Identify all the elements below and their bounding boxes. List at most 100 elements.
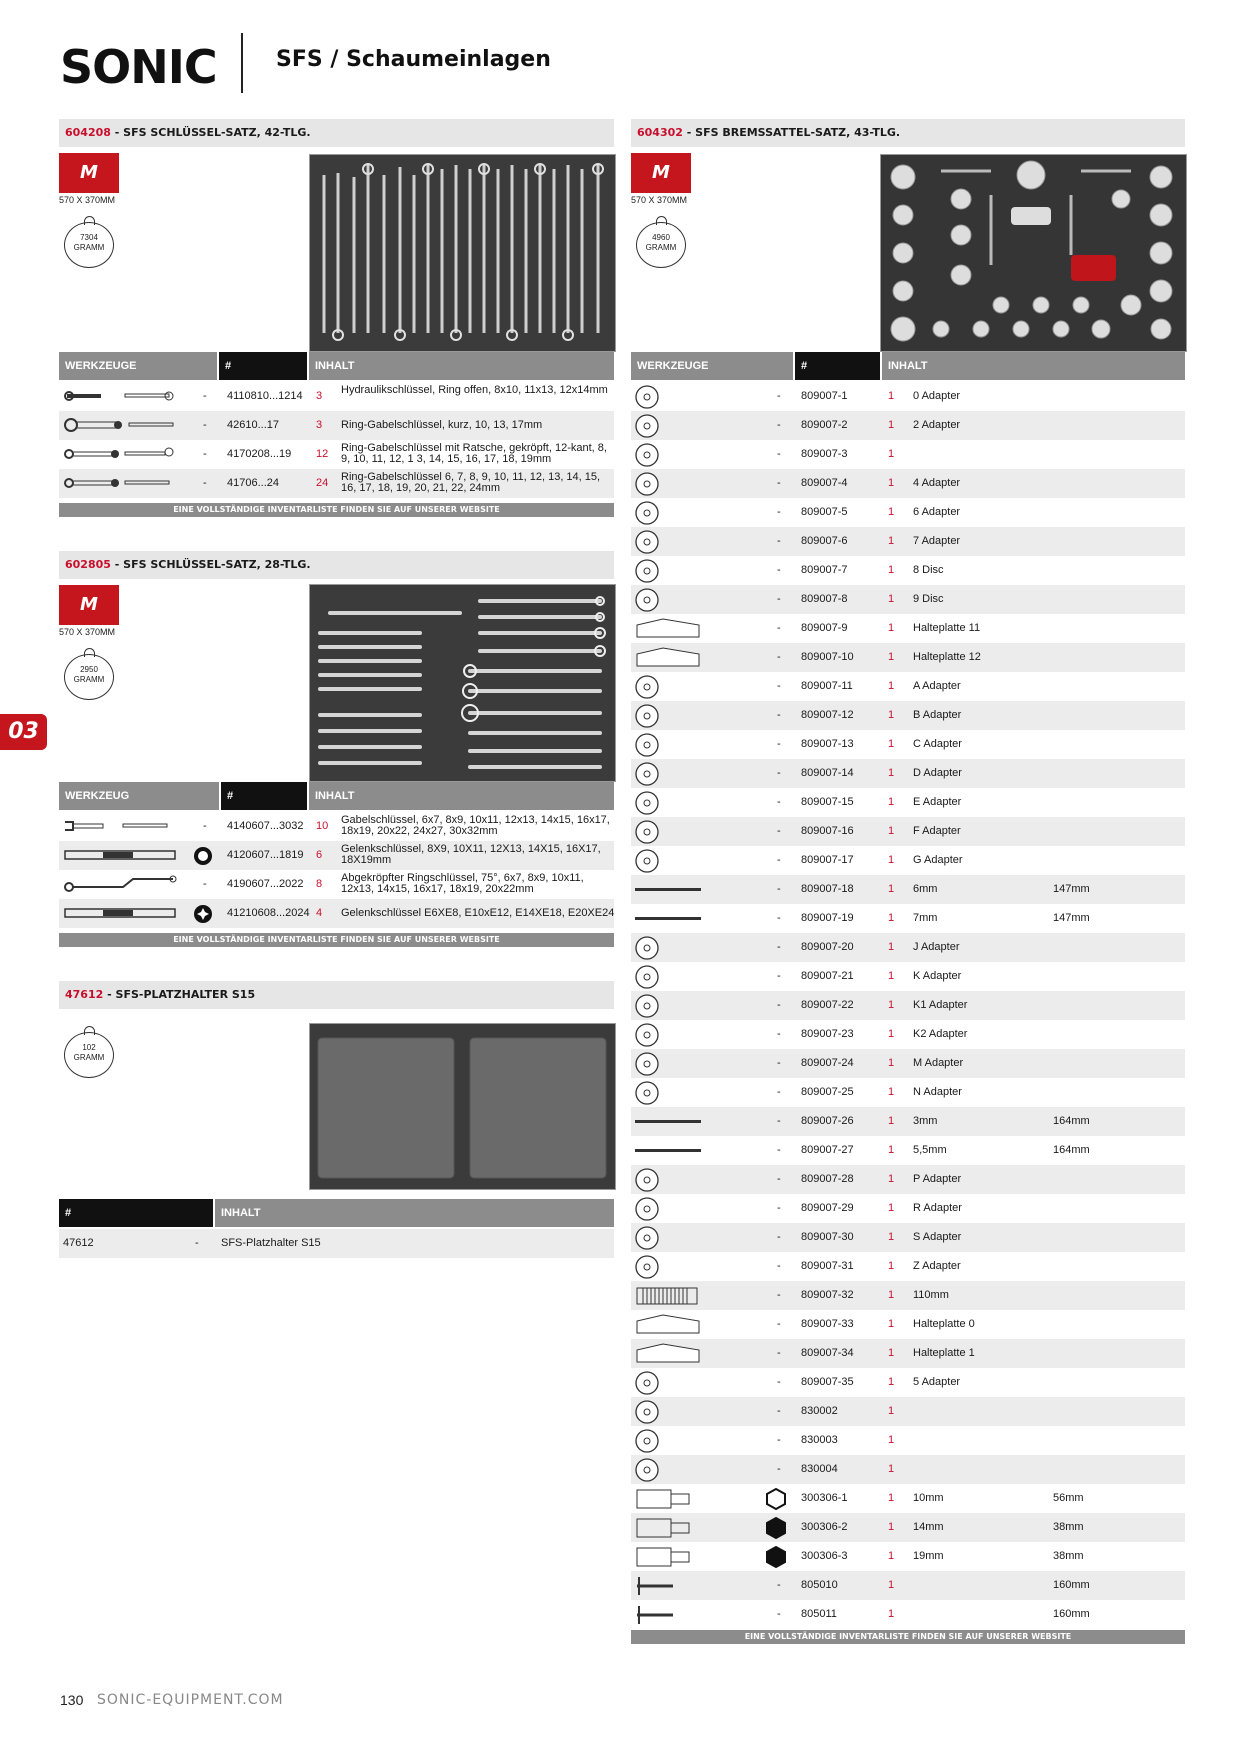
dimension-label: 570 X 370MM [59, 627, 116, 637]
adapter-icon [633, 791, 661, 815]
header-divider [241, 33, 243, 93]
socket-icon [633, 1516, 705, 1540]
adapter-icon [633, 1168, 661, 1192]
adapter-icon [633, 994, 661, 1018]
table-header: WERKZEUGE # INHALT [631, 352, 1185, 380]
wrench-icon [63, 476, 178, 490]
open-end-wrench-icon [63, 819, 178, 833]
product-name: SFS SCHLÜSSEL-SATZ, 42-TLG. [123, 126, 311, 139]
adapter-icon [633, 1023, 661, 1047]
brake-caliper-set-image [881, 155, 1186, 351]
offset-ring-wrench-icon [63, 875, 178, 893]
placeholder-insert-image [310, 1024, 615, 1189]
adapter-icon [633, 1429, 661, 1453]
twelve-point-icon [193, 846, 213, 866]
plate-icon [633, 1342, 705, 1366]
adapter-icon [633, 385, 661, 409]
product-photo [309, 1023, 616, 1190]
rod-icon [633, 907, 705, 931]
plate-icon [633, 646, 705, 670]
wrench-icon [63, 389, 178, 403]
section-604302-header: 604302 - SFS BREMSSATTEL-SATZ, 43-TLG. [631, 119, 1185, 147]
adapter-icon [633, 501, 661, 525]
page-number: 130 [60, 1692, 84, 1708]
brand-logo: SONIC [60, 40, 218, 94]
table-row: 41210608...2024 4 Gelenkschlüssel E6XE8,… [59, 899, 614, 928]
adapter-icon [633, 936, 661, 960]
table-header: WERKZEUG # INHALT [59, 782, 614, 810]
adapter-icon [633, 965, 661, 989]
table-row: - 4110810...1214 3 Hydraulikschlüssel, R… [59, 382, 614, 411]
dimension-label: 570 X 370MM [59, 195, 116, 205]
page-title: SFS / Schaumeinlagen [276, 47, 551, 72]
wrench-set-image [310, 585, 615, 781]
adapter-icon [633, 1052, 661, 1076]
spring-icon [633, 1284, 705, 1308]
table-row: 47612 - SFS-Platzhalter S15 [59, 1229, 614, 1258]
table-header: # INHALT [59, 1199, 614, 1227]
adapter-icon [633, 820, 661, 844]
product-photo [309, 584, 616, 782]
chapter-tab: 03 [0, 714, 47, 750]
wrench-icon [63, 418, 178, 432]
socket-icon [633, 1487, 705, 1511]
t-bar-icon [633, 1574, 705, 1598]
adapter-icon [633, 675, 661, 699]
table-row: - 42610...17 3 Ring-Gabelschlüssel, kurz… [59, 411, 614, 440]
adapter-icon [633, 414, 661, 438]
size-badge: M [59, 153, 119, 193]
adapter-icon [633, 762, 661, 786]
plate-icon [633, 1313, 705, 1337]
hinge-wrench-icon [63, 846, 178, 864]
adapter-icon [633, 1081, 661, 1105]
hex-socket-icon [765, 1546, 787, 1568]
adapter-icon [633, 1371, 661, 1395]
torx-icon [193, 904, 213, 924]
rod-icon [633, 1139, 705, 1163]
hinge-wrench-icon [63, 904, 178, 922]
section-604208-header: 604208 - SFS SCHLÜSSEL-SATZ, 42-TLG. [59, 119, 614, 147]
adapter-icon [633, 849, 661, 873]
adapter-icon [633, 472, 661, 496]
product-code: 47612 [65, 988, 104, 1001]
adapter-icon [633, 733, 661, 757]
website-url: SONIC-EQUIPMENT.COM [97, 1692, 284, 1708]
table-row: 4120607...1819 6 Gelenkschlüssel, 8X9, 1… [59, 841, 614, 870]
product-name: SFS-PLATZHALTER S15 [115, 988, 256, 1001]
